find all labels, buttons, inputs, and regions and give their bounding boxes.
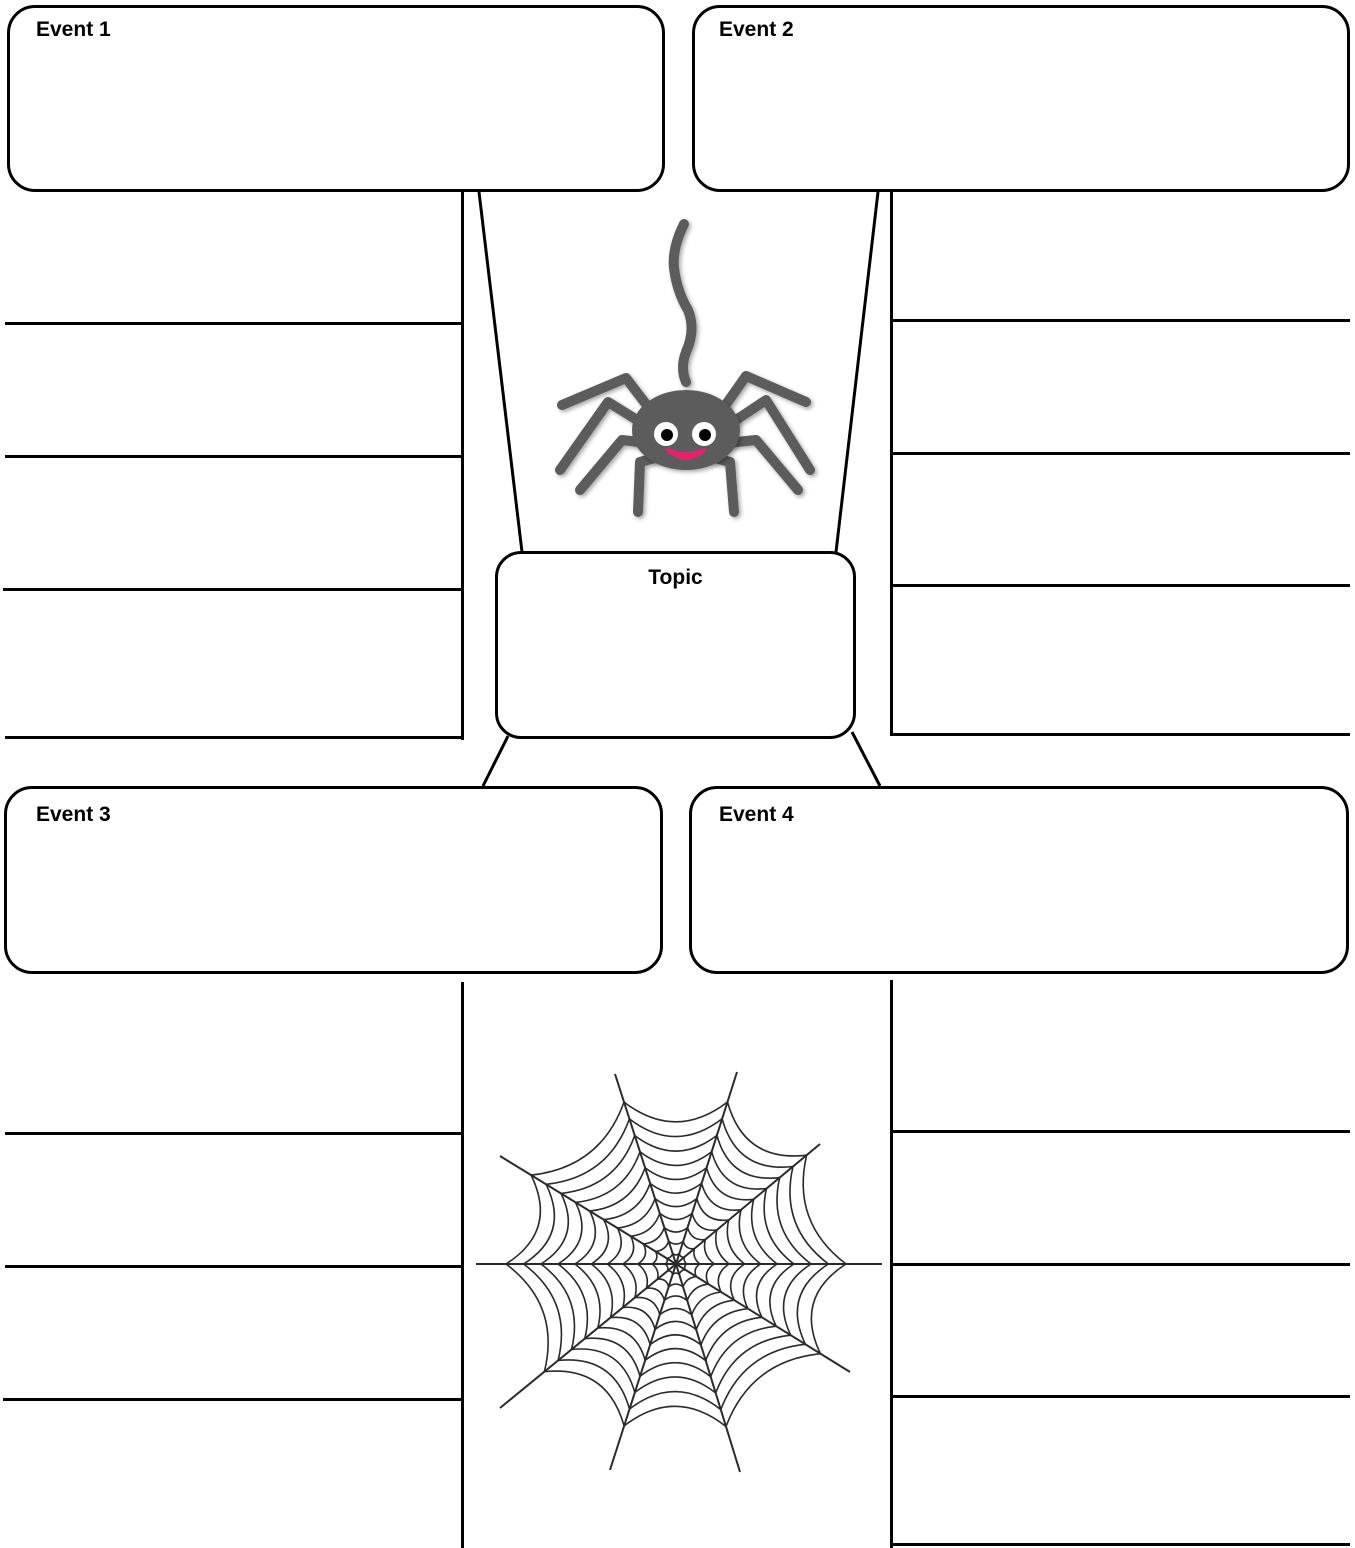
writing-line (5, 455, 464, 458)
spider-icon (548, 212, 823, 524)
event-4-label: Event 4 (719, 803, 794, 827)
connector-line (836, 192, 878, 552)
writing-line (890, 1543, 1350, 1546)
event-1-box[interactable]: Event 1 (7, 5, 665, 192)
writing-line (890, 452, 1350, 455)
writing-line (890, 1130, 1350, 1133)
writing-line (890, 733, 1350, 736)
event-2-writing-area[interactable] (890, 192, 1350, 736)
event-3-box[interactable]: Event 3 (4, 786, 663, 974)
event-1-label: Event 1 (36, 18, 111, 42)
writing-line (5, 1132, 464, 1135)
topic-label: Topic (498, 566, 853, 590)
writing-line (5, 322, 464, 325)
writing-line (5, 736, 464, 739)
connector-line (483, 736, 508, 786)
event-3-label: Event 3 (36, 803, 111, 827)
writing-line (5, 1265, 464, 1268)
writing-line (890, 584, 1350, 587)
writing-line (890, 319, 1350, 322)
writing-line (3, 588, 464, 591)
writing-line (3, 1398, 464, 1401)
event-1-writing-area[interactable] (5, 192, 464, 740)
event-2-label: Event 2 (719, 18, 794, 42)
event-2-box[interactable]: Event 2 (692, 5, 1350, 192)
connector-line (852, 732, 880, 786)
spider-web-icon (470, 1060, 890, 1480)
connector-line (479, 192, 522, 552)
topic-box[interactable]: Topic (495, 551, 856, 739)
writing-line (890, 1395, 1350, 1398)
event-4-box[interactable]: Event 4 (689, 786, 1349, 974)
writing-line (890, 1263, 1350, 1266)
